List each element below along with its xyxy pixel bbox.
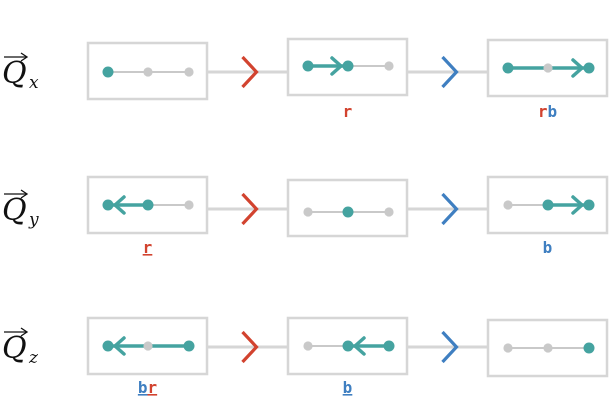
state-box: b: [286, 316, 409, 397]
state-box: rb: [486, 38, 609, 121]
state-box: r: [86, 175, 209, 257]
blue-chevron-icon: [441, 55, 459, 89]
state-caption: br: [138, 378, 157, 397]
caption-letter-red: r: [538, 102, 548, 121]
state-caption: r: [143, 238, 153, 257]
caption-letter-red: r: [343, 102, 353, 121]
state-box: [486, 318, 609, 378]
state-box: [286, 178, 409, 238]
active-dot: [342, 340, 354, 352]
state-caption: b: [543, 238, 553, 257]
caption-letter-red: r: [148, 378, 158, 397]
inactive-dot: [184, 200, 194, 210]
blue-chevron-icon: [441, 330, 459, 364]
state-caption: r: [343, 102, 353, 121]
move-arrowhead-icon: [353, 336, 366, 356]
caption-letter-blue: b: [548, 102, 558, 121]
active-dot: [583, 199, 595, 211]
inactive-dot: [543, 343, 553, 353]
active-dot: [542, 199, 554, 211]
move-arrowhead-icon: [330, 56, 343, 76]
state-box: [86, 41, 209, 101]
inactive-dot: [384, 61, 394, 71]
inactive-dot: [143, 67, 153, 77]
inactive-dot: [303, 341, 313, 351]
inactive-dot: [384, 207, 394, 217]
active-dot: [302, 60, 314, 72]
row-label: Q: [2, 331, 27, 366]
inactive-dot: [303, 207, 313, 217]
caption-letter-blue: b: [343, 378, 353, 397]
inactive-dot: [503, 200, 513, 210]
row-subscript: y: [28, 210, 39, 230]
state-box: b: [486, 175, 609, 257]
red-chevron-icon: [241, 192, 259, 226]
active-dot: [183, 340, 195, 352]
move-arrowhead-icon: [113, 336, 126, 356]
active-dot: [342, 60, 354, 72]
state-box: br: [86, 316, 209, 397]
move-arrowhead-icon: [113, 195, 126, 215]
label-vector-arrow-icon: [20, 189, 29, 199]
inactive-dot: [184, 67, 194, 77]
active-dot: [583, 342, 595, 354]
row-label: Q: [2, 56, 27, 91]
active-dot: [102, 199, 114, 211]
inactive-dot: [143, 341, 153, 351]
caption-letter-red: r: [143, 238, 153, 257]
row-label: Q: [2, 193, 27, 228]
active-dot: [102, 66, 114, 78]
red-chevron-icon: [241, 55, 259, 89]
move-arrowhead-icon: [571, 195, 584, 215]
label-vector-arrow-icon: [20, 52, 29, 62]
label-vector-arrow-icon: [20, 327, 29, 337]
active-dot: [342, 206, 354, 218]
move-arrowhead-icon: [571, 58, 584, 78]
caption-letter-blue: b: [138, 378, 148, 397]
blue-chevron-icon: [441, 192, 459, 226]
state-caption: rb: [538, 102, 557, 121]
active-dot: [102, 340, 114, 352]
red-chevron-icon: [241, 330, 259, 364]
inactive-dot: [503, 343, 513, 353]
state-caption: b: [343, 378, 353, 397]
active-dot: [142, 199, 154, 211]
state-box: r: [286, 37, 409, 121]
caption-letter-blue: b: [543, 238, 553, 257]
active-dot: [583, 62, 595, 74]
row-subscript: z: [28, 348, 39, 368]
active-dot: [383, 340, 395, 352]
active-dot: [502, 62, 514, 74]
row-subscript: x: [29, 73, 39, 93]
inactive-dot: [543, 63, 553, 73]
